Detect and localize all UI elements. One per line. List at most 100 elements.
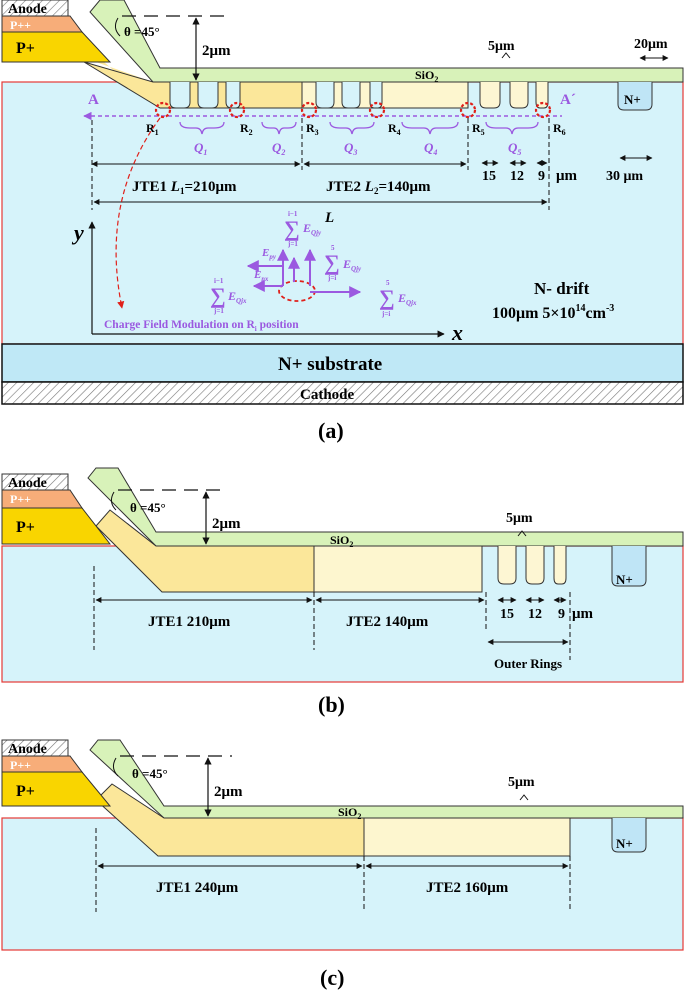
panel-a: N+ Anode P++ P+ θ =45° 2μm SiO2 5μm 20μm…: [1, 0, 684, 443]
sio2-label: SiO2: [415, 68, 438, 84]
sum-qjy-right-bottom: j=i: [327, 274, 336, 282]
modulation-arrow: [115, 117, 161, 309]
jte1-dimension-label-b: JTE1 210μm: [148, 614, 231, 630]
theta-arc: [114, 17, 121, 37]
ppp-label-c: P++: [10, 758, 31, 772]
boundary-dashes-b: [93, 566, 571, 660]
sum-qjx-right-symbol: ∑: [379, 285, 395, 310]
nplus-stop-c: [611, 818, 647, 853]
pplus-label-c: P+: [16, 783, 35, 800]
anode-label-c: Anode: [8, 742, 47, 757]
charge-braces: [179, 121, 539, 135]
sum-qjy-right-symbol: ∑: [324, 250, 340, 275]
ring-width-unit: μm: [556, 168, 578, 184]
e-py-label: Epy: [261, 247, 277, 261]
ring-spacing-label-b: 5μm: [506, 511, 533, 526]
drift-label: N- drift: [534, 279, 590, 298]
q2-label: Q2: [272, 140, 285, 157]
ring-width-2: 12: [510, 169, 524, 184]
pplus-label-b: P+: [16, 519, 35, 536]
pplus-label: P+: [16, 40, 35, 57]
nplus-width-label: 30 μm: [606, 169, 643, 184]
e-qjx-right: EQjx: [397, 291, 417, 307]
q3-label: Q3: [344, 140, 357, 157]
anode-contact-b: [1, 473, 69, 491]
sio2-label-b: SiO2: [330, 533, 353, 549]
sum-qjy-right-top: 5: [331, 244, 335, 252]
jte1-slots: [169, 82, 383, 109]
r5-label: R5: [472, 121, 485, 137]
sum-qjy-left-bottom: j=1: [287, 240, 298, 248]
sio2-label-c: SiO2: [338, 805, 361, 821]
ring-spacing-caret-b: [517, 530, 527, 537]
outer-rings-b: [497, 546, 567, 585]
edge-width-label: 20μm: [634, 37, 668, 52]
jte1-dimension-label-c: JTE1 240μm: [156, 880, 239, 896]
ring-width-unit-b: μm: [572, 606, 594, 622]
ring-spacing-caret-c: [519, 794, 529, 801]
anode-label-b: Anode: [8, 476, 47, 491]
boundary-dashes-c: [95, 828, 571, 912]
substrate-layer: [1, 343, 684, 383]
sum-qjy-left-symbol: ∑: [284, 216, 300, 241]
theta-arc-c: [112, 757, 119, 777]
nplus-stop: [617, 82, 653, 111]
jte2-dimension-label-c: JTE2 160μm: [426, 880, 509, 896]
sio2-layer: [89, 0, 684, 83]
e-px-label: Epx: [253, 269, 269, 283]
r5-marker: [459, 101, 477, 119]
r1-label: R1: [146, 121, 159, 137]
theta-label-b: θ =45°: [130, 500, 166, 515]
drift-region: [1, 81, 684, 345]
sum-qjy-left-top: i−1: [288, 210, 298, 218]
sum-qjx-left-bottom: j=1: [213, 307, 224, 315]
anode-label: Anode: [8, 2, 47, 17]
substrate-label: N+ substrate: [278, 354, 382, 375]
q5-label: Q5: [508, 140, 521, 157]
total-length-label: L: [324, 210, 334, 226]
nplus-label-b: N+: [616, 572, 633, 587]
x-axis-label: x: [451, 320, 463, 345]
nplus-label-c: N+: [616, 836, 633, 851]
sum-qjx-right-top: 5: [386, 279, 390, 287]
r4-label: R4: [388, 121, 401, 137]
q1-label: Q1: [194, 140, 207, 157]
nplus-label: N+: [624, 92, 641, 107]
modulation-caption: Charge Field Modulation on Ri position: [104, 319, 299, 333]
r3-marker: [300, 101, 318, 119]
r4-marker: [368, 101, 386, 119]
panel-c: N+ Anode P++ P+ θ =45° 2μm SiO2 5μm JTE1…: [1, 739, 684, 990]
outer-rings: [479, 82, 549, 109]
field-labels: i−1 ∑ j=1 EQjy Epy Epx 5 ∑ j=i EQjy i−1 …: [210, 210, 417, 318]
ring-width-2-b: 12: [528, 607, 542, 622]
q4-label: Q4: [424, 140, 437, 157]
ring-width-3-b: 9: [558, 607, 565, 622]
ring-spacing-label-c: 5μm: [508, 775, 535, 790]
panel-c-caption: (c): [320, 965, 344, 990]
charge-labels: Q1 Q2 Q3 Q4 Q5: [194, 140, 521, 157]
theta-label: θ =45°: [124, 24, 160, 39]
ppp-label: P++: [10, 18, 31, 32]
jte2-region-c: [363, 817, 571, 857]
theta-label-c: θ =45°: [132, 766, 168, 781]
r2-label: R2: [240, 121, 253, 137]
outer-rings-label: Outer Rings: [494, 656, 562, 671]
e-qjy-right: EQjy: [342, 257, 362, 273]
anode-contact-c: [1, 739, 69, 757]
ring-labels: R1 R2 R3 R4 R5 R6: [146, 121, 566, 137]
e-qjx-left: EQjx: [227, 289, 247, 305]
r2-marker: [228, 101, 246, 119]
theta-arc-b: [110, 491, 117, 511]
ring-spacing-label: 5μm: [488, 39, 515, 54]
y-axis-label: y: [71, 220, 84, 245]
r6-marker: [534, 101, 552, 119]
sum-qjx-right-bottom: j=i: [381, 310, 390, 318]
r3-label: R3: [306, 121, 319, 137]
oxide-thickness-label: 2μm: [202, 43, 231, 59]
r1-marker: [154, 101, 172, 119]
ppp-label-b: P++: [10, 492, 31, 506]
nplus-stop-b: [611, 546, 647, 587]
e-qjy-left: EQjy: [302, 221, 322, 237]
panel-b: N+ Anode P++ P+ θ =45° 2μm SiO2 5μm JTE1…: [1, 467, 684, 717]
